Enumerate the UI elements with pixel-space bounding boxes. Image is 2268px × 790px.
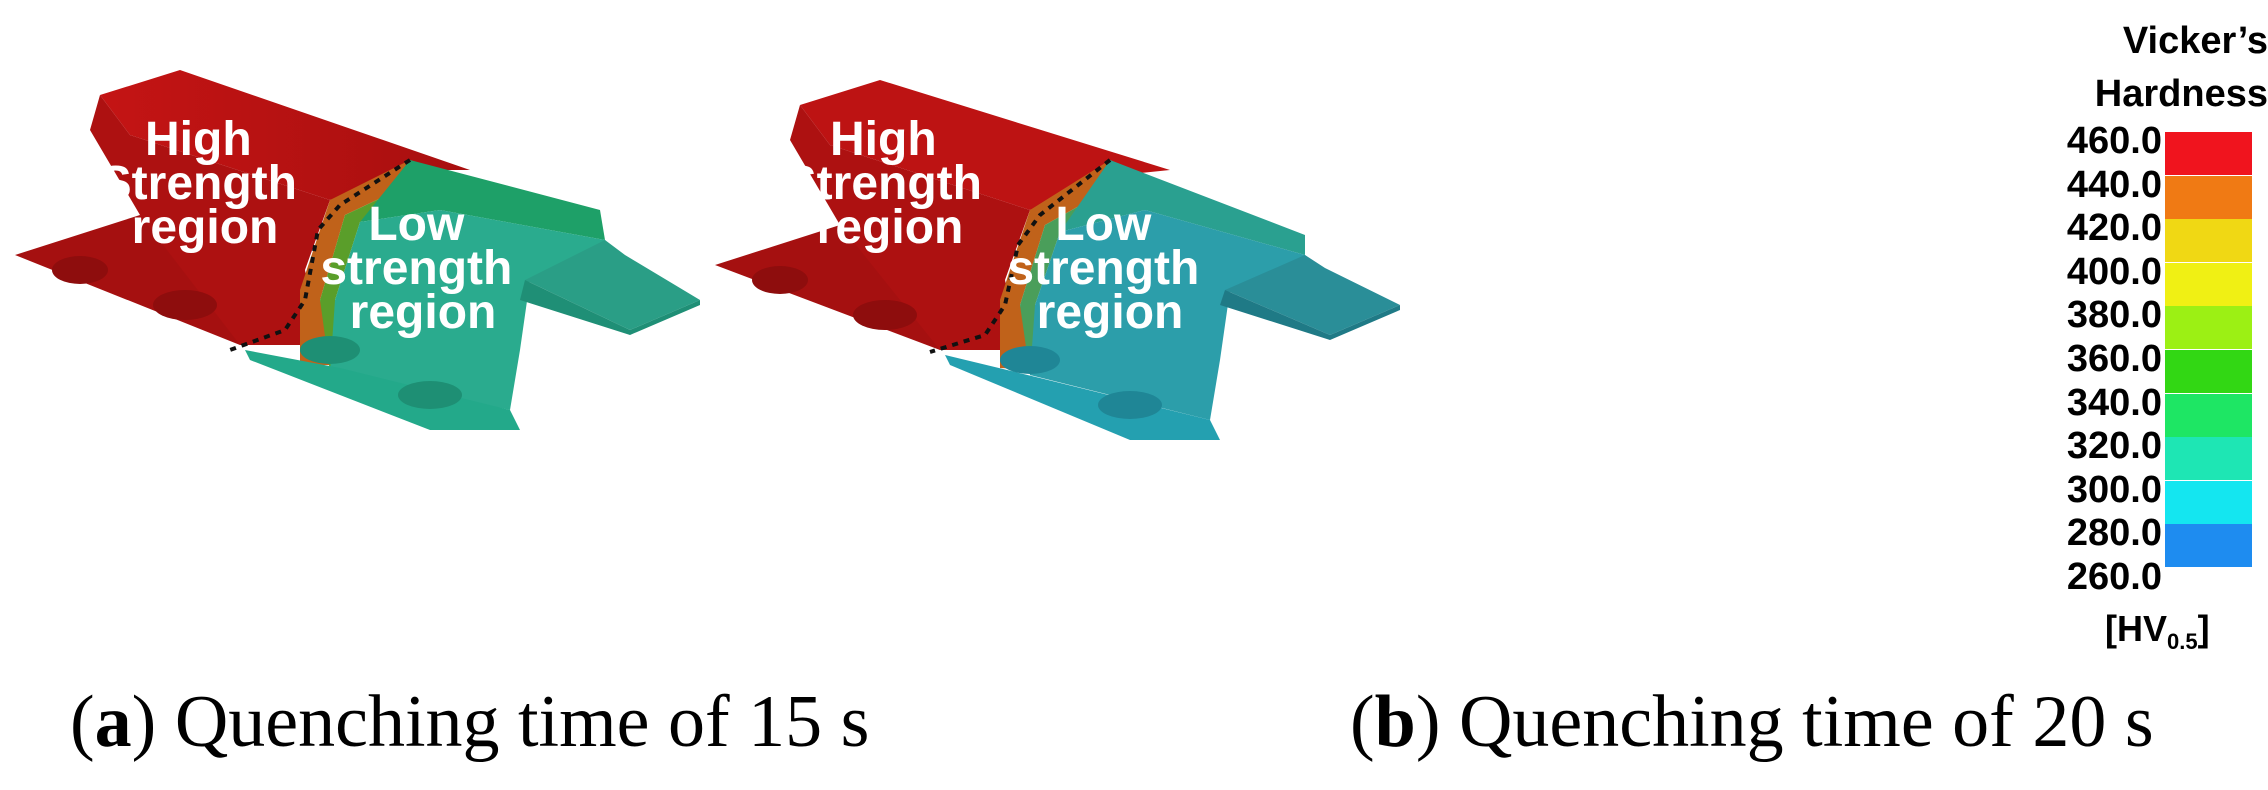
legend-tick-label: 320.0 — [2066, 425, 2162, 468]
dimple — [398, 381, 462, 409]
legend-tick-label: 360.0 — [2066, 338, 2162, 380]
legend-swatch — [2165, 524, 2252, 568]
hat-top-high — [100, 70, 470, 200]
right-wall-low — [525, 240, 700, 330]
legend-swatch — [2165, 262, 2252, 306]
dimple — [153, 290, 217, 320]
legend-tick-label: 260.0 — [2066, 556, 2162, 598]
legend-swatch — [2165, 393, 2252, 437]
transition-band — [1000, 160, 1140, 370]
dimple — [300, 336, 360, 364]
legend-swatch — [2165, 175, 2252, 219]
panel-b-part-render: High Strength region Low strength region — [715, 80, 1400, 440]
right-flange-low — [1220, 290, 1400, 340]
legend-swatch — [2165, 219, 2252, 263]
legend-unit: [HV0.5] — [2105, 608, 2210, 655]
hat-top-low — [1060, 160, 1305, 255]
legend-swatch — [2165, 350, 2252, 393]
legend-title-line2: Hardness — [2094, 73, 2268, 115]
bottom-flange-low — [945, 355, 1220, 440]
caption-b: (b) Quenching time of 20 s — [1350, 681, 2154, 763]
caption-a: (a) Quenching time of 15 s — [70, 681, 870, 763]
dimple — [853, 300, 917, 330]
hat-wall-high — [90, 95, 330, 345]
panel-a-part-render: High Strength region Low strength region — [15, 70, 700, 430]
hat-wall-high — [790, 105, 1030, 350]
legend-tick-label: 400.0 — [2066, 250, 2162, 293]
legend-tick-label: 280.0 — [2066, 512, 2162, 555]
legend-swatch — [2165, 306, 2252, 350]
high-strength-label: High Strength region — [785, 113, 996, 254]
dimple — [1098, 391, 1162, 419]
hat-top-low — [360, 160, 605, 240]
hat-wall-low — [330, 210, 620, 410]
hat-top-high — [800, 80, 1170, 210]
dimple — [1000, 346, 1060, 374]
low-strength-label: Low strength region — [320, 198, 525, 339]
right-flange-low — [520, 280, 700, 335]
legend-tick-label: 420.0 — [2066, 207, 2162, 250]
legend-tick-label: 460.0 — [2066, 120, 2162, 162]
legend-title-line1: Vicker’s — [2122, 20, 2268, 62]
transition-glow — [320, 170, 455, 375]
dimple — [52, 256, 108, 284]
transition-band — [300, 160, 440, 365]
legend-swatch — [2165, 437, 2252, 481]
legend-tick-label: 340.0 — [2066, 381, 2162, 424]
right-wall-low — [1225, 255, 1400, 335]
legend-tick-label: 440.0 — [2066, 163, 2162, 206]
transition-glow — [1020, 172, 1155, 378]
high-strength-label: High Strength region — [100, 113, 311, 254]
dimple — [752, 266, 808, 294]
low-strength-label: Low strength region — [1007, 198, 1212, 339]
legend-tick-label: 300.0 — [2066, 468, 2162, 511]
legend-swatch — [2165, 480, 2252, 524]
hat-wall-low — [1030, 210, 1315, 420]
region-boundary-line — [229, 158, 412, 352]
bottom-flange-low — [245, 350, 520, 430]
legend-tick-label: 380.0 — [2066, 294, 2162, 337]
legend-swatch — [2165, 132, 2252, 175]
region-boundary-line — [929, 158, 1112, 354]
